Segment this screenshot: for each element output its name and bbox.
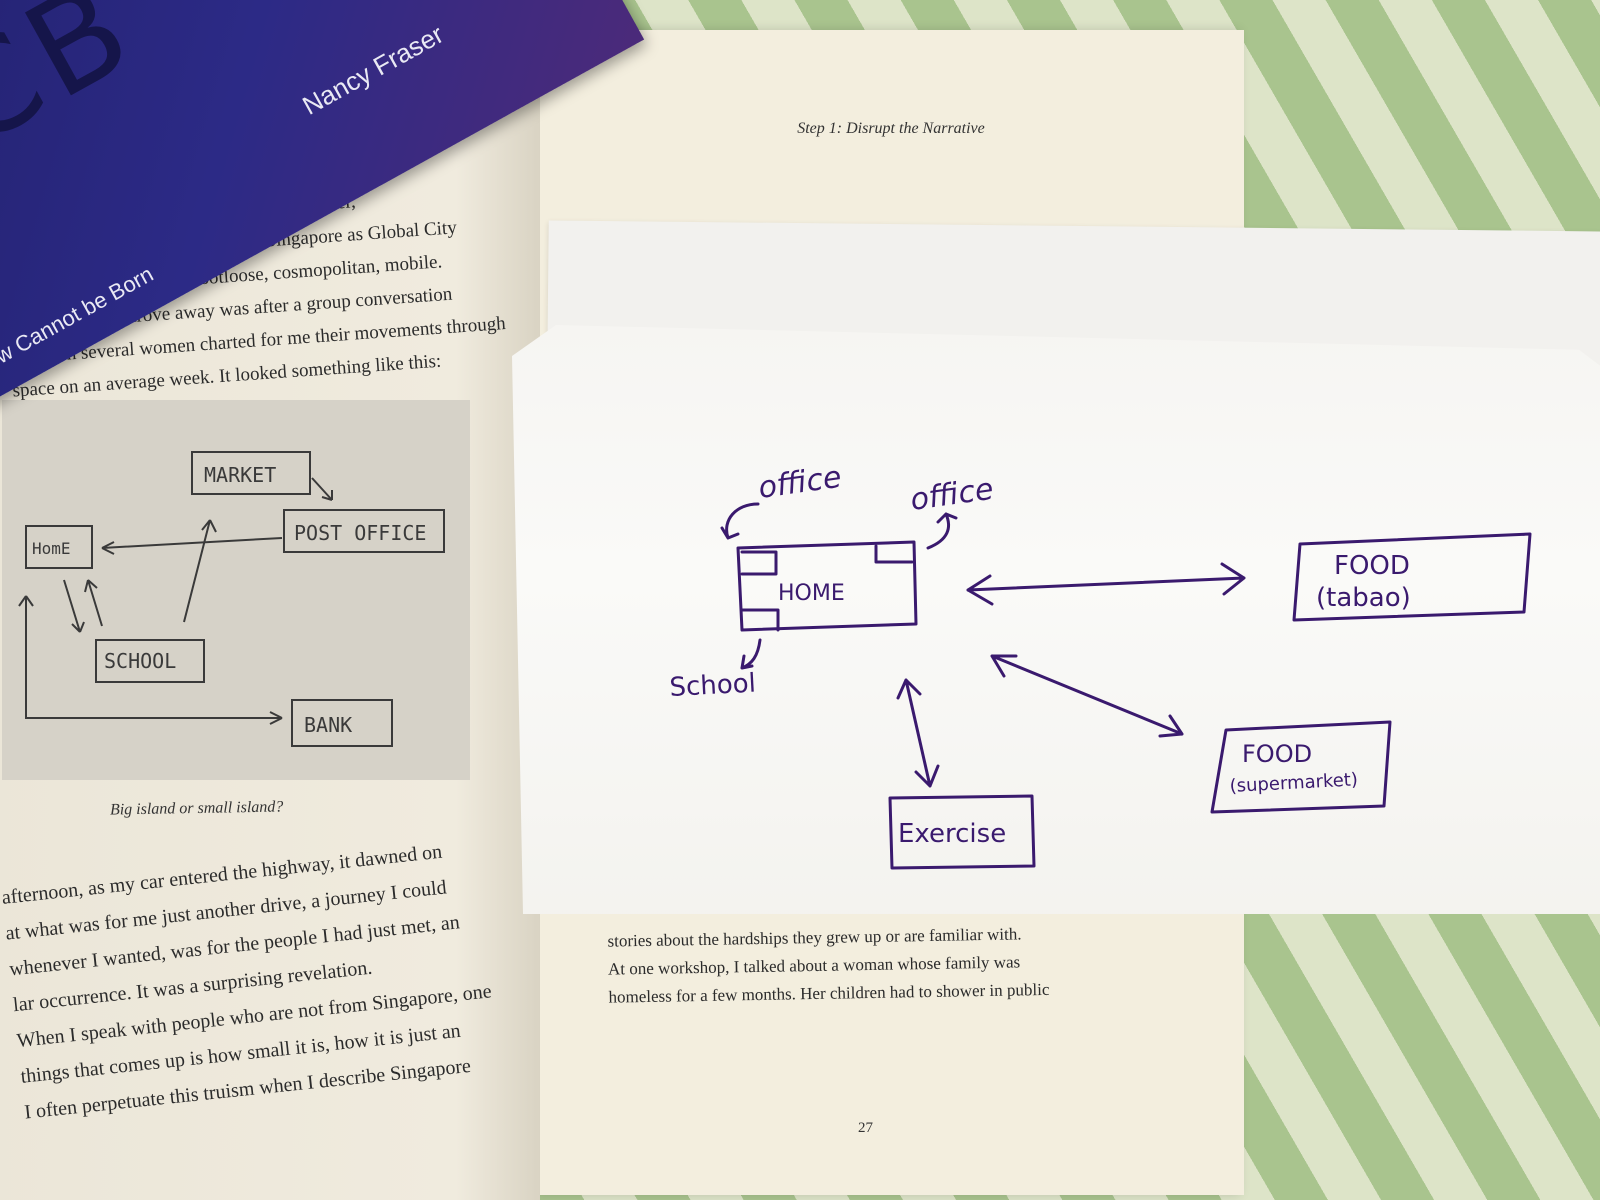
- label-exercise: Exercise: [898, 819, 1006, 849]
- label-office-right: office: [908, 472, 995, 518]
- label-school: School: [669, 669, 757, 703]
- label-food-supermarket-2: (supermarket): [1229, 769, 1358, 797]
- label-office-left: office: [756, 460, 843, 506]
- label-food-supermarket-1: FOOD: [1242, 740, 1312, 768]
- label-food-tabao-2: (tabao): [1316, 583, 1411, 613]
- label-food-tabao-1: FOOD: [1334, 551, 1410, 581]
- label-home: HOME: [778, 581, 845, 606]
